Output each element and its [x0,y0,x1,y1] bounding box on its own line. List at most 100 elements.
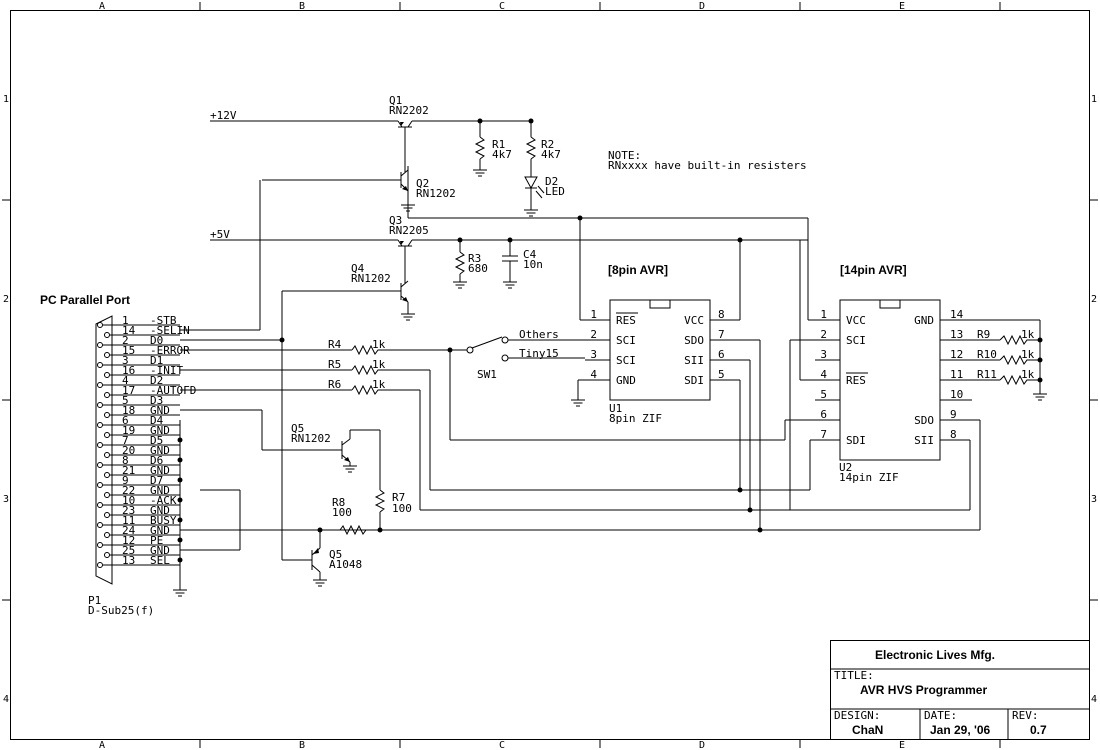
row-label-4-right: 4 [1091,694,1097,705]
q1-ref: Q1 [389,94,402,107]
pin-signal-name: -ERROR [150,344,190,357]
note-title: NOTE: [608,149,641,162]
sw1-pos-others: Others [519,328,559,341]
pin-signal-name: SEL [150,554,170,567]
pin-contact [104,472,110,478]
d2-value: LED [545,185,565,198]
pin-number: 13 [122,554,135,567]
u2-pin-sdo: SDO [914,414,934,427]
connector-pin-12: 12 PE [97,534,180,548]
u1-pinnum-8: 8 [718,308,725,321]
connector-heading: PC Parallel Port [40,293,130,307]
pin-contact [104,432,110,438]
pin-signal-name: -SELIN [150,324,190,337]
pin-signal-name: -STB [150,314,177,327]
resistor-r5: R5 1k [180,358,386,376]
u1-pinnum-5: 5 [718,368,725,381]
resistor-r7: R7 100 [374,430,412,533]
pin-number: 24 [122,524,136,537]
r6-ref: R6 [328,378,341,391]
pin-number: 15 [122,344,135,357]
col-label-e-bottom: E [899,740,905,750]
ic-u2: [14pin AVR] U2 14pin ZIF VCC SCI RES SDI… [785,263,1040,530]
col-label-d-bottom: D [699,740,705,750]
r4-value: 1k [372,338,386,351]
q5a-part: RN1202 [291,432,331,445]
row-label-1-right: 1 [1091,94,1097,105]
pin-number: 5 [122,394,129,407]
r1-ref: R1 [492,138,505,151]
p1-ref: P1 [88,594,101,607]
r3-value: 680 [468,262,488,275]
q2-ref: Q2 [416,177,429,190]
r7-value: 100 [392,502,412,515]
connector-p1: PC Parallel Port P1 D-Sub25(f) 1-STB14-S… [40,180,282,617]
u2-pinnum-8: 8 [950,428,957,441]
r5-ref: R5 [328,358,341,371]
u1-pinnum-2: 2 [590,328,597,341]
net-vcc [710,240,840,381]
r10-value: 1k [1021,348,1035,361]
pin-contact [97,382,103,388]
col-label-c: C [499,1,505,12]
pin-signal-name: D2 [150,374,163,387]
r8-value: 100 [332,506,352,519]
pin-number: 2 [122,334,129,347]
u1-pin-res: RES [616,314,636,327]
u1-pin-sii: SII [684,354,704,367]
switch-sw1[interactable]: Others Tiny15 SW1 [466,328,585,381]
capacitor-c4: C4 10n [502,237,543,289]
pin-contact [97,342,103,348]
u2-pinnum-13: 13 [950,328,963,341]
q2-part: RN1202 [416,187,456,200]
pin-contact [104,352,110,358]
c4-ref: C4 [523,248,537,261]
sw1-ref: SW1 [477,368,497,381]
resistor-r1: R1 4k7 [472,118,512,177]
r3-ref: R3 [468,252,481,265]
q1-part: RN2202 [389,104,429,117]
pin-number: 10 [122,494,135,507]
net-hv-reset [407,166,840,321]
resistor-r8: R8 100 [180,496,380,536]
u2-pinnum-4: 4 [820,368,827,381]
pin-number: 16 [122,364,135,377]
connector-pin-14: 14-SELIN [104,324,190,338]
tb-title-label: TITLE: [834,669,874,682]
r11-value: 1k [1021,368,1035,381]
tb-rev-label: REV: [1012,709,1039,722]
u2-pinnum-12: 12 [950,348,963,361]
pin-number: 3 [122,354,129,367]
u2-pin-vcc: VCC [846,314,866,327]
net-sdo [320,340,980,531]
p1-type: D-Sub25(f) [88,604,154,617]
title-block: Electronic Lives Mfg. TITLE: AVR HVS Pro… [830,640,1090,740]
connector-pin-13: 13 SEL [97,554,180,568]
pin-signal-name: PE [150,534,163,547]
r2-ref: R2 [541,138,554,151]
pin-number: 17 [122,384,135,397]
d2-ref: D2 [545,175,558,188]
pin-contact [97,462,103,468]
pin-number: 12 [122,534,135,547]
u2-pinnum-14: 14 [950,308,964,321]
pin-signal-name: D5 [150,434,163,447]
pin-number: 23 [122,504,135,517]
col-label-d: D [699,1,705,12]
u1-pin-sci-a: SCI [616,334,636,347]
q4-part: RN1202 [351,272,391,285]
u2-pinnum-5: 5 [820,388,827,401]
connector-pin-15: 15 -ERROR [104,344,190,358]
resistor-r9: R9 1k [977,328,1040,346]
r11-ref: R11 [977,368,997,381]
tb-design-label: DESIGN: [834,709,880,722]
u1-desc: 8pin ZIF [609,412,662,425]
pin-number: 21 [122,464,135,477]
pin-signal-name: D3 [150,394,163,407]
r10-ref: R10 [977,348,997,361]
